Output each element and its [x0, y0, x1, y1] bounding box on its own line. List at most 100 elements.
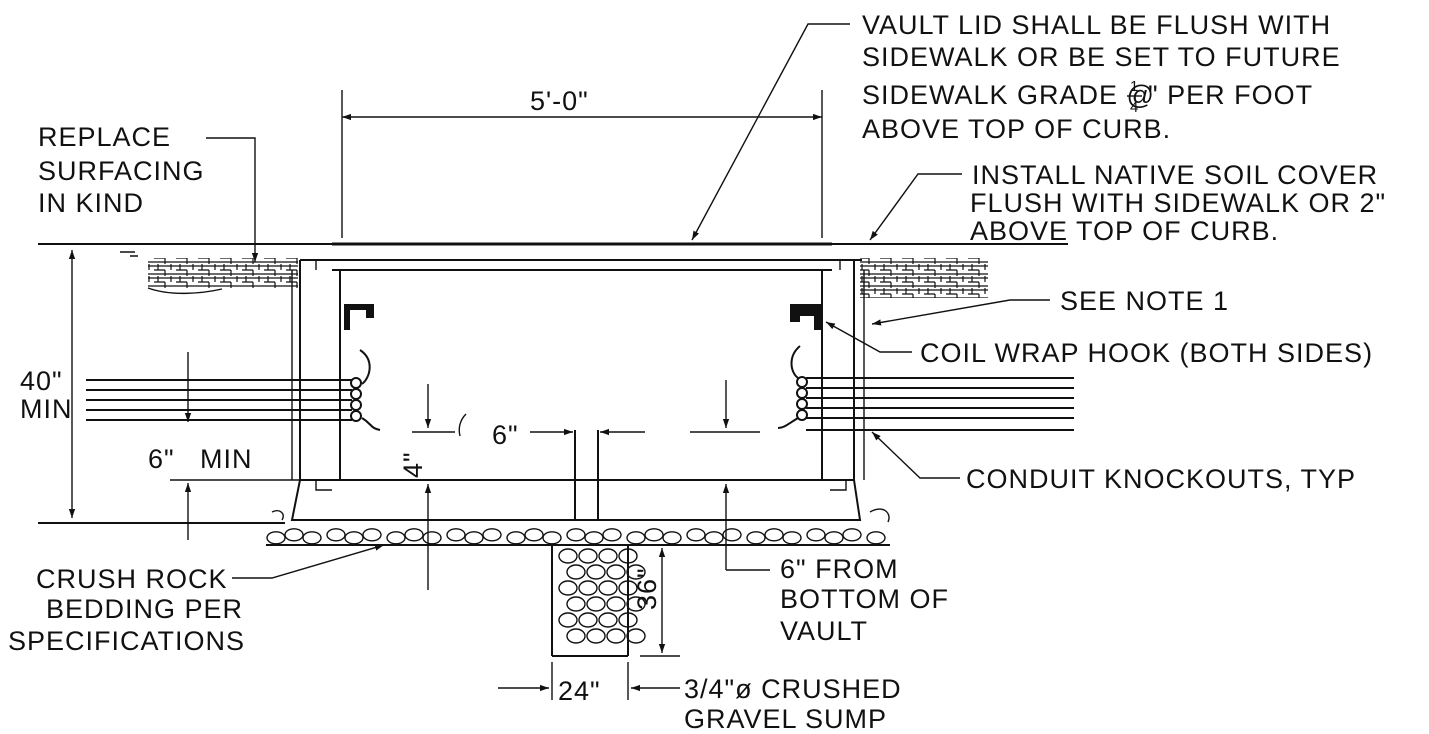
native-soil-note-line-2: FLUSH WITH SIDEWALK OR 2": [970, 188, 1386, 218]
gravel-stone: [566, 628, 586, 644]
vault-lid-note-line-2: SIDEWALK OR BE SET TO FUTURE: [862, 42, 1341, 72]
gravel-stone: [578, 612, 598, 628]
gravel-stone: [558, 548, 578, 564]
rock: [482, 528, 502, 542]
vault-lid-note-line-1: VAULT LID SHALL BE FLUSH WITH: [862, 10, 1331, 40]
rock: [626, 531, 646, 545]
replace-note-line-1: REPLACE: [38, 122, 171, 152]
gravel-stone: [626, 628, 646, 644]
rock: [284, 528, 304, 542]
gravel-sump: [551, 430, 646, 657]
width-dimension: 5'-0": [530, 86, 589, 116]
crush-rock-line-2: BEDDING PER: [46, 594, 243, 624]
gravel-stone: [578, 548, 598, 564]
gravel-sump-line-2: GRAVEL SUMP: [684, 704, 887, 734]
vault-lid-note-line-3a: SIDEWALK GRADE @: [862, 80, 1155, 110]
rock: [722, 528, 742, 542]
six-inch-gap-dimension: 6": [492, 420, 519, 450]
twenty-four-dimension: 24": [558, 676, 601, 706]
rock: [866, 531, 886, 545]
crush-rock-line-1: CRUSH ROCK: [36, 564, 228, 594]
fraction-denominator: 4: [1130, 99, 1139, 116]
gravel-stone: [606, 596, 626, 612]
gravel-stone: [598, 580, 618, 596]
gravel-stone: [586, 628, 606, 644]
rock: [644, 528, 664, 542]
crush-rock-bedding: [266, 508, 890, 546]
six-min-value: 6": [148, 444, 175, 474]
rock: [824, 531, 844, 545]
gravel-stone: [558, 612, 578, 628]
gravel-stone: [618, 580, 638, 596]
rock: [326, 528, 346, 542]
replace-note-line-3: IN KIND: [38, 188, 144, 218]
gravel-stone: [598, 548, 618, 564]
from-bottom-line-1: 6" FROM: [780, 554, 899, 584]
rock: [782, 531, 802, 545]
vault-lid-note-line-4: ABOVE TOP OF CURB.: [862, 114, 1171, 144]
vault-lid-note-line-3b: " PER FOOT: [1148, 80, 1313, 110]
from-bottom-line-3: VAULT: [780, 616, 868, 646]
gravel-stone: [598, 612, 618, 628]
left-hook-icon: [344, 304, 374, 330]
leader-lines: [206, 23, 1050, 579]
rock: [344, 531, 364, 545]
gravel-stone: [626, 564, 646, 580]
thirty-six-dimension: 36": [632, 567, 662, 610]
crush-rock-line-3: SPECIFICATIONS: [8, 626, 245, 656]
rock: [302, 531, 322, 545]
gravel-stone: [578, 580, 598, 596]
gravel-stone: [558, 580, 578, 596]
rock: [464, 531, 484, 545]
rock: [704, 531, 724, 545]
rock: [524, 528, 544, 542]
conduit-label: CONDUIT KNOCKOUTS, TYP: [966, 464, 1356, 494]
dimension-lines: [68, 90, 823, 700]
rock: [422, 531, 442, 545]
rock: [602, 528, 622, 542]
depth-dimension-value: 40": [20, 366, 63, 396]
rock: [566, 528, 586, 542]
annotation-text: VAULT LID SHALL BE FLUSH WITH SIDEWALK O…: [8, 10, 1386, 734]
gravel-stone: [566, 596, 586, 612]
gravel-stone: [618, 612, 638, 628]
rock: [686, 528, 706, 542]
surfacing-hatch: [120, 251, 988, 298]
four-inch-dimension: 4": [398, 451, 428, 478]
rock: [506, 531, 526, 545]
rock: [542, 531, 562, 545]
depth-dimension-min: MIN: [20, 394, 73, 424]
gravel-stone: [586, 564, 606, 580]
fraction-numerator: 1: [1130, 78, 1139, 95]
gravel-stone: [586, 596, 606, 612]
rock: [662, 531, 682, 545]
rock: [362, 528, 382, 542]
right-hook-icon: [790, 304, 822, 330]
rock: [584, 531, 604, 545]
gravel-stone: [606, 564, 626, 580]
gravel-stone: [606, 628, 626, 644]
gravel-stone: [618, 548, 638, 564]
rock: [842, 528, 862, 542]
six-min-label: MIN: [200, 444, 253, 474]
rock: [386, 531, 406, 545]
conduits-left: [86, 349, 381, 431]
grade-lines: [38, 243, 1068, 524]
conduits-right: [777, 345, 1074, 431]
rock: [746, 531, 766, 545]
rock: [266, 531, 286, 545]
gravel-stone: [626, 596, 646, 612]
coil-wrap-label: COIL WRAP HOOK (BOTH SIDES): [920, 338, 1373, 368]
rock: [764, 528, 784, 542]
rock: [446, 528, 466, 542]
gravel-stone: [566, 564, 586, 580]
rock: [404, 528, 424, 542]
native-soil-note-line-1: INSTALL NATIVE SOIL COVER: [972, 160, 1378, 190]
replace-note-line-2: SURFACING: [38, 156, 205, 186]
gravel-sump-line-1: 3/4"ø CRUSHED: [684, 674, 902, 704]
rock: [806, 528, 826, 542]
vault-body: [290, 242, 865, 521]
see-note-label: SEE NOTE 1: [1060, 286, 1229, 316]
native-soil-note-line-3: ABOVE TOP OF CURB.: [970, 216, 1279, 246]
